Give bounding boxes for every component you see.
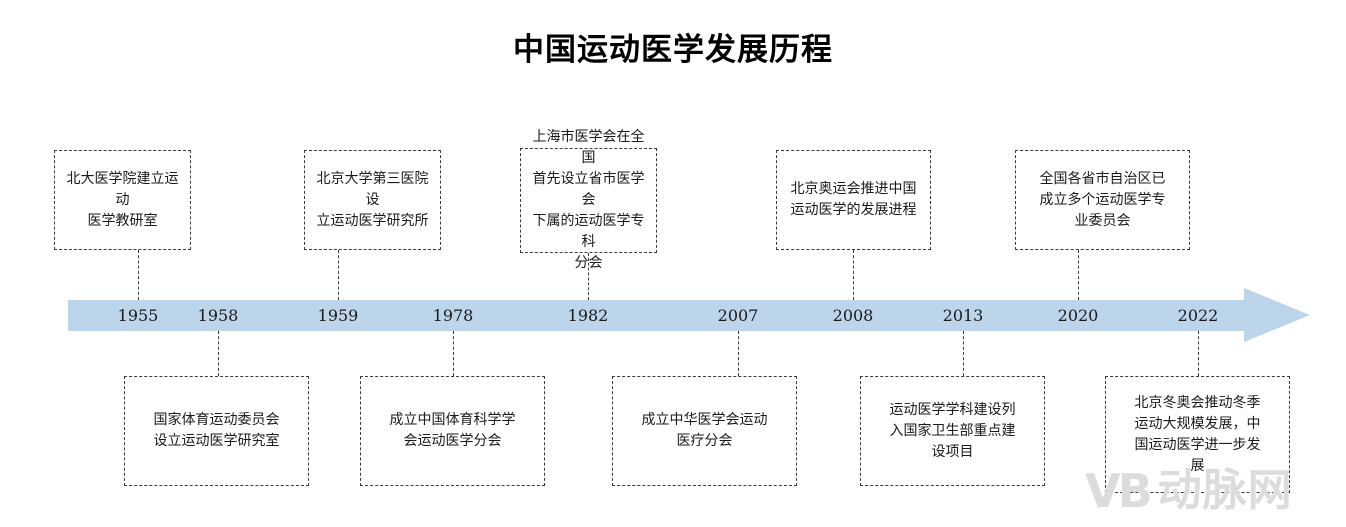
event-box-1958[interactable]: 国家体育运动委员会 设立运动医学研究室	[124, 376, 309, 486]
year-label-1978: 1978	[432, 306, 474, 325]
timeline-arrow-icon	[1244, 288, 1310, 342]
connector-2020	[1078, 250, 1079, 300]
event-box-1955[interactable]: 北大医学院建立运动 医学教研室	[54, 150, 191, 250]
event-box-2008[interactable]: 北京奥运会推进中国 运动医学的发展进程	[776, 150, 931, 250]
event-text-2020: 全国各省市自治区已 成立多个运动医学专 业委员会	[1039, 170, 1166, 229]
year-label-2008: 2008	[832, 306, 874, 325]
connector-2007	[738, 331, 739, 376]
connector-1982	[588, 253, 589, 300]
event-text-1955: 北大医学院建立运动 医学教研室	[66, 170, 179, 229]
timeline-axis-bar	[68, 300, 1248, 331]
year-label-2007: 2007	[717, 306, 759, 325]
event-box-2007[interactable]: 成立中华医学会运动 医疗分会	[612, 376, 797, 486]
year-label-1955: 1955	[117, 306, 159, 325]
event-box-1982[interactable]: 上海市医学会在全国 首先设立省市医学会 下属的运动医学专科 分会	[520, 129, 657, 271]
event-box-1959[interactable]: 北京大学第三医院设 立运动医学研究所	[304, 150, 441, 250]
event-box-2013[interactable]: 运动医学学科建设列 入国家卫生部重点建 设项目	[860, 376, 1045, 486]
event-box-1978[interactable]: 成立中国体育科学学 会运动医学分会	[360, 376, 545, 486]
event-text-2007: 成立中华医学会运动 医疗分会	[641, 412, 768, 449]
year-label-1982: 1982	[567, 306, 609, 325]
connector-2013	[963, 331, 964, 376]
event-text-1978: 成立中国体育科学学 会运动医学分会	[389, 412, 516, 449]
event-text-1958: 国家体育运动委员会 设立运动医学研究室	[153, 412, 280, 449]
page-title: 中国运动医学发展历程	[513, 32, 833, 68]
event-box-2022[interactable]: 北京冬奥会推动冬季 运动大规模发展，中 国运动医学进一步发 展	[1105, 376, 1290, 493]
event-text-1982: 上海市医学会在全国 首先设立省市医学会 下属的运动医学专科 分会	[532, 129, 645, 271]
event-text-2022: 北京冬奥会推动冬季 运动大规模发展，中 国运动医学进一步发 展	[1134, 394, 1261, 474]
year-label-2013: 2013	[942, 306, 984, 325]
year-label-2022: 2022	[1177, 306, 1219, 325]
year-label-1959: 1959	[317, 306, 359, 325]
connector-1955	[138, 250, 139, 300]
year-label-1958: 1958	[197, 306, 239, 325]
connector-1978	[453, 331, 454, 376]
event-text-1959: 北京大学第三医院设 立运动医学研究所	[316, 170, 429, 229]
year-label-2020: 2020	[1057, 306, 1099, 325]
connector-2008	[853, 250, 854, 300]
connector-2022	[1198, 331, 1199, 376]
connector-1959	[338, 250, 339, 300]
event-text-2008: 北京奥运会推进中国 运动医学的发展进程	[790, 181, 917, 218]
event-box-2020[interactable]: 全国各省市自治区已 成立多个运动医学专 业委员会	[1015, 150, 1190, 250]
connector-1958	[218, 331, 219, 376]
event-text-2013: 运动医学学科建设列 入国家卫生部重点建 设项目	[889, 401, 1016, 460]
